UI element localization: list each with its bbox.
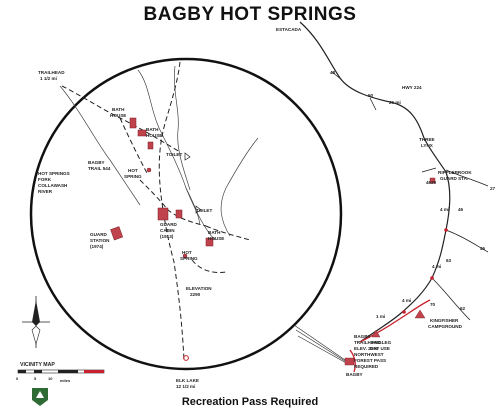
- hot-spring-2-marker: [182, 253, 188, 259]
- hot-spring-1-label: HOT: [128, 168, 138, 173]
- guard-station-label-2: STATION: [90, 238, 110, 243]
- ripplebrook-structure: [429, 177, 436, 184]
- bagby-trailhead-label-5: FOREST PASS: [354, 358, 386, 363]
- pegleg-label: PEGLEG: [372, 340, 392, 345]
- hot-springs-fork-label-2: FORK: [38, 177, 52, 182]
- streams: [59, 65, 259, 241]
- road-distance-4mi-1: 4 mi: [440, 207, 449, 212]
- map-title: BAGBY HOT SPRINGS: [143, 4, 357, 25]
- bagby-trailhead-label-3: ELEV. 2000: [354, 346, 379, 351]
- pegleg-label-2: DAY USE: [370, 346, 390, 351]
- leader-lines: [293, 324, 349, 365]
- bagby-trailhead-label-2: TRAILHEAD: [354, 340, 381, 345]
- bagby-trail-label: BAGBY: [88, 160, 105, 165]
- bath-house-3-structure: [205, 237, 214, 247]
- road-distance-1mi: 1 mi: [376, 314, 385, 319]
- hot-springs-fork-label-3: COLLAWASH: [38, 183, 68, 188]
- ripplebrook-label: RIPPLEBROOK: [438, 170, 472, 175]
- bath-house-3-label-2: HOUSE: [208, 236, 224, 241]
- inside-labels: TRAILHEAD 1 1/2 mi BATH HOUSE BATH HOUSE…: [38, 70, 224, 297]
- ripplebrook-label-2: GUARD STA.: [440, 176, 468, 181]
- trailhead-distance-label: 1 1/2 mi: [40, 76, 57, 81]
- north-arrow-icon: [22, 296, 50, 348]
- elevation-value: 2290: [190, 292, 201, 297]
- guard-station-label: GUARD: [90, 232, 108, 237]
- road-63-label: 63: [446, 258, 452, 263]
- scale-tick-0: 0: [16, 376, 19, 381]
- bath-house-1-structure: [129, 117, 137, 129]
- scale-miles-label: miles: [60, 378, 71, 383]
- elk-lake-distance-label: 12 1/2 mi: [176, 384, 195, 389]
- guard-station-label-3: (1974): [90, 244, 104, 249]
- hot-spring-2-label-2: SPRING: [180, 256, 198, 261]
- campground-icons: [371, 309, 426, 338]
- hot-spring-1-marker: [146, 167, 152, 173]
- bath-house-3-label: BATH: [208, 230, 221, 235]
- toilet-1-label: TOILET: [166, 152, 182, 157]
- hot-spring-2-label: HOT: [182, 250, 192, 255]
- three-lynx-label: THREE: [419, 137, 435, 142]
- bath-house-1-label: BATH: [112, 107, 125, 112]
- bath-house-2-label: BATH: [146, 127, 159, 132]
- road-70-label: 70: [430, 302, 436, 307]
- recreation-pass-note: Recreation Pass Required: [181, 396, 319, 408]
- trails: [61, 61, 251, 361]
- kingfisher-label-2: CAMPGROUND: [428, 324, 463, 329]
- hot-spring-1-label-2: SPRING: [124, 174, 142, 179]
- map-boundary-circle: [29, 57, 343, 371]
- toilet-structure: [147, 141, 154, 150]
- guard-station-structure: [110, 226, 124, 241]
- bath-house-2-structure: [137, 129, 147, 137]
- road-4620-label: 4620: [426, 180, 437, 185]
- guard-cabin-label-3: (1913): [160, 234, 174, 239]
- estacada-label: ESTACADA: [276, 27, 302, 32]
- roads: [299, 21, 451, 343]
- elk-lake-label: ELK LAKE: [176, 378, 199, 383]
- bagby-label: BAGBY: [346, 372, 363, 377]
- bagby-trail-label-2: TRAIL 544: [88, 166, 111, 171]
- side-roads: [331, 71, 489, 321]
- toilet-2-structure: [175, 209, 183, 219]
- guard-cabin-label: GUARD: [160, 222, 178, 227]
- road-distance-4mi-3: 4 mi: [402, 298, 411, 303]
- road-62-label: 62: [460, 306, 466, 311]
- guard-cabin-label-2: CABIN: [160, 228, 175, 233]
- scale-tick-5: 5: [34, 376, 37, 381]
- bath-house-1-label-2: HOUSE: [110, 113, 126, 118]
- guard-cabin-structure: [157, 207, 169, 221]
- bagby-trailhead-label: BAGBY: [354, 334, 371, 339]
- kingfisher-label: KINGFISHER: [430, 318, 459, 323]
- three-lynx-label-2: LYNX: [421, 143, 434, 148]
- structures: [110, 117, 214, 259]
- hwy-224-label: HWY 224: [402, 85, 422, 90]
- elevation-label: ELEVATION: [186, 286, 212, 291]
- forest-service-logo-icon: [32, 388, 48, 406]
- toilet-flags: [184, 152, 202, 214]
- road-number-48: 48: [330, 70, 336, 75]
- bagby-trailhead-label-4: NORTHWEST: [354, 352, 384, 357]
- bagby-trailhead-marker: [344, 357, 355, 366]
- bath-house-2-label-2: HOUSE: [146, 133, 162, 138]
- outside-labels: ESTACADA 48 50 HWY 224 26 mi THREE LYNX …: [176, 27, 496, 389]
- hot-springs-fork-label-4: RIVER: [38, 189, 53, 194]
- vicinity-map-label: VICINITY MAP: [20, 362, 55, 368]
- road-distance-26mi: 26 mi: [389, 100, 401, 105]
- road-number-50: 50: [368, 93, 374, 98]
- toilet-2-label: TOILET: [196, 208, 212, 213]
- road-distance-4mi-2: 4 mi: [432, 264, 441, 269]
- road-number-27: 27: [490, 186, 496, 191]
- trailhead-label: TRAILHEAD: [38, 70, 65, 75]
- scale-bar: 0 5 10 miles: [16, 369, 105, 383]
- road-number-46: 46: [480, 246, 486, 251]
- hot-springs-fork-label: HOT SPRINGS: [38, 171, 70, 176]
- red-roads: [349, 299, 431, 373]
- bagby-trailhead-label-6: REQUIRED: [354, 364, 379, 369]
- road-markers: [183, 228, 448, 361]
- scale-tick-10: 10: [48, 376, 53, 381]
- road-46-label: 46: [458, 207, 464, 212]
